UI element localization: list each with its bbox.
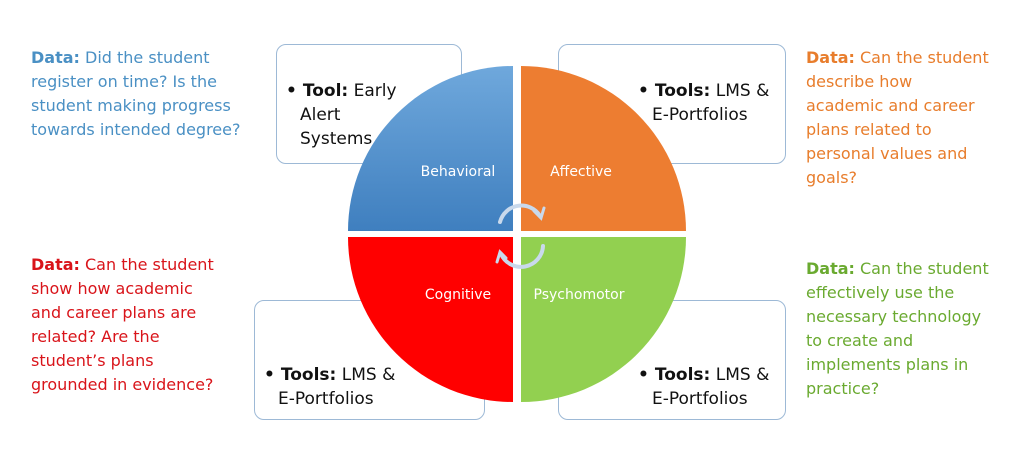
psychomotor-tool-text: •Tools: LMS & E-Portfolios <box>638 339 778 435</box>
psychomotor-tool-label: Tools: <box>654 365 711 385</box>
cycle-arrows-icon <box>495 203 546 269</box>
bullet-icon: • <box>638 365 649 385</box>
affective-quadrant <box>521 66 686 231</box>
affective-tool-text: •Tools: LMS & E-Portfolios <box>638 55 778 151</box>
bullet-icon: • <box>638 81 649 101</box>
cognitive-data-label: Data: <box>31 255 80 274</box>
affective-tool-name: E-Portfolios <box>652 105 748 125</box>
affective-data-label: Data: <box>806 48 855 67</box>
bullet-icon: • <box>264 365 275 385</box>
affective-tool-line1: LMS & <box>710 81 770 101</box>
cognitive-tool-text: •Tools: LMS & E-Portfolios <box>264 339 474 435</box>
bullet-icon: • <box>286 81 297 101</box>
psychomotor-tool-name: E-Portfolios <box>652 389 748 409</box>
cognitive-tool-label: Tools: <box>280 365 337 385</box>
affective-tool-label: Tools: <box>654 81 711 101</box>
psychomotor-data-text: Data: Can the student effectively use th… <box>806 233 1006 401</box>
cognitive-data-text: Data: Can the student show how academic … <box>31 229 246 397</box>
behavioral-tool-line1: Early <box>348 81 397 101</box>
psychomotor-quadrant <box>521 237 686 402</box>
cognitive-data-question: Can the student show how academic and ca… <box>31 255 214 394</box>
behavioral-label: Behavioral <box>421 164 496 180</box>
behavioral-data-question: Did the student register on time? Is the… <box>31 48 241 139</box>
behavioral-data-text: Data: Did the student register on time? … <box>31 22 261 142</box>
cognitive-tool-name: E-Portfolios <box>278 389 374 409</box>
cognitive-label: Cognitive <box>425 287 491 303</box>
psychomotor-tool-line1: LMS & <box>710 365 770 385</box>
affective-data-question: Can the student describe how academic an… <box>806 48 989 187</box>
behavioral-data-label: Data: <box>31 48 80 67</box>
behavioral-tool-label: Tool: <box>302 81 349 101</box>
cognitive-quadrant <box>348 237 513 402</box>
affective-data-text: Data: Can the student describe how acade… <box>806 22 1006 190</box>
cognitive-tool-line1: LMS & <box>336 365 396 385</box>
behavioral-quadrant <box>348 66 513 231</box>
affective-label: Affective <box>550 164 612 180</box>
psychomotor-data-label: Data: <box>806 259 855 278</box>
behavioral-tool-text: •Tool: Early Alert Systems <box>286 55 446 175</box>
psychomotor-label: Psychomotor <box>534 287 625 303</box>
behavioral-tool-name: Alert Systems <box>300 105 373 149</box>
psychomotor-data-question: Can the student effectively use the nece… <box>806 259 989 398</box>
